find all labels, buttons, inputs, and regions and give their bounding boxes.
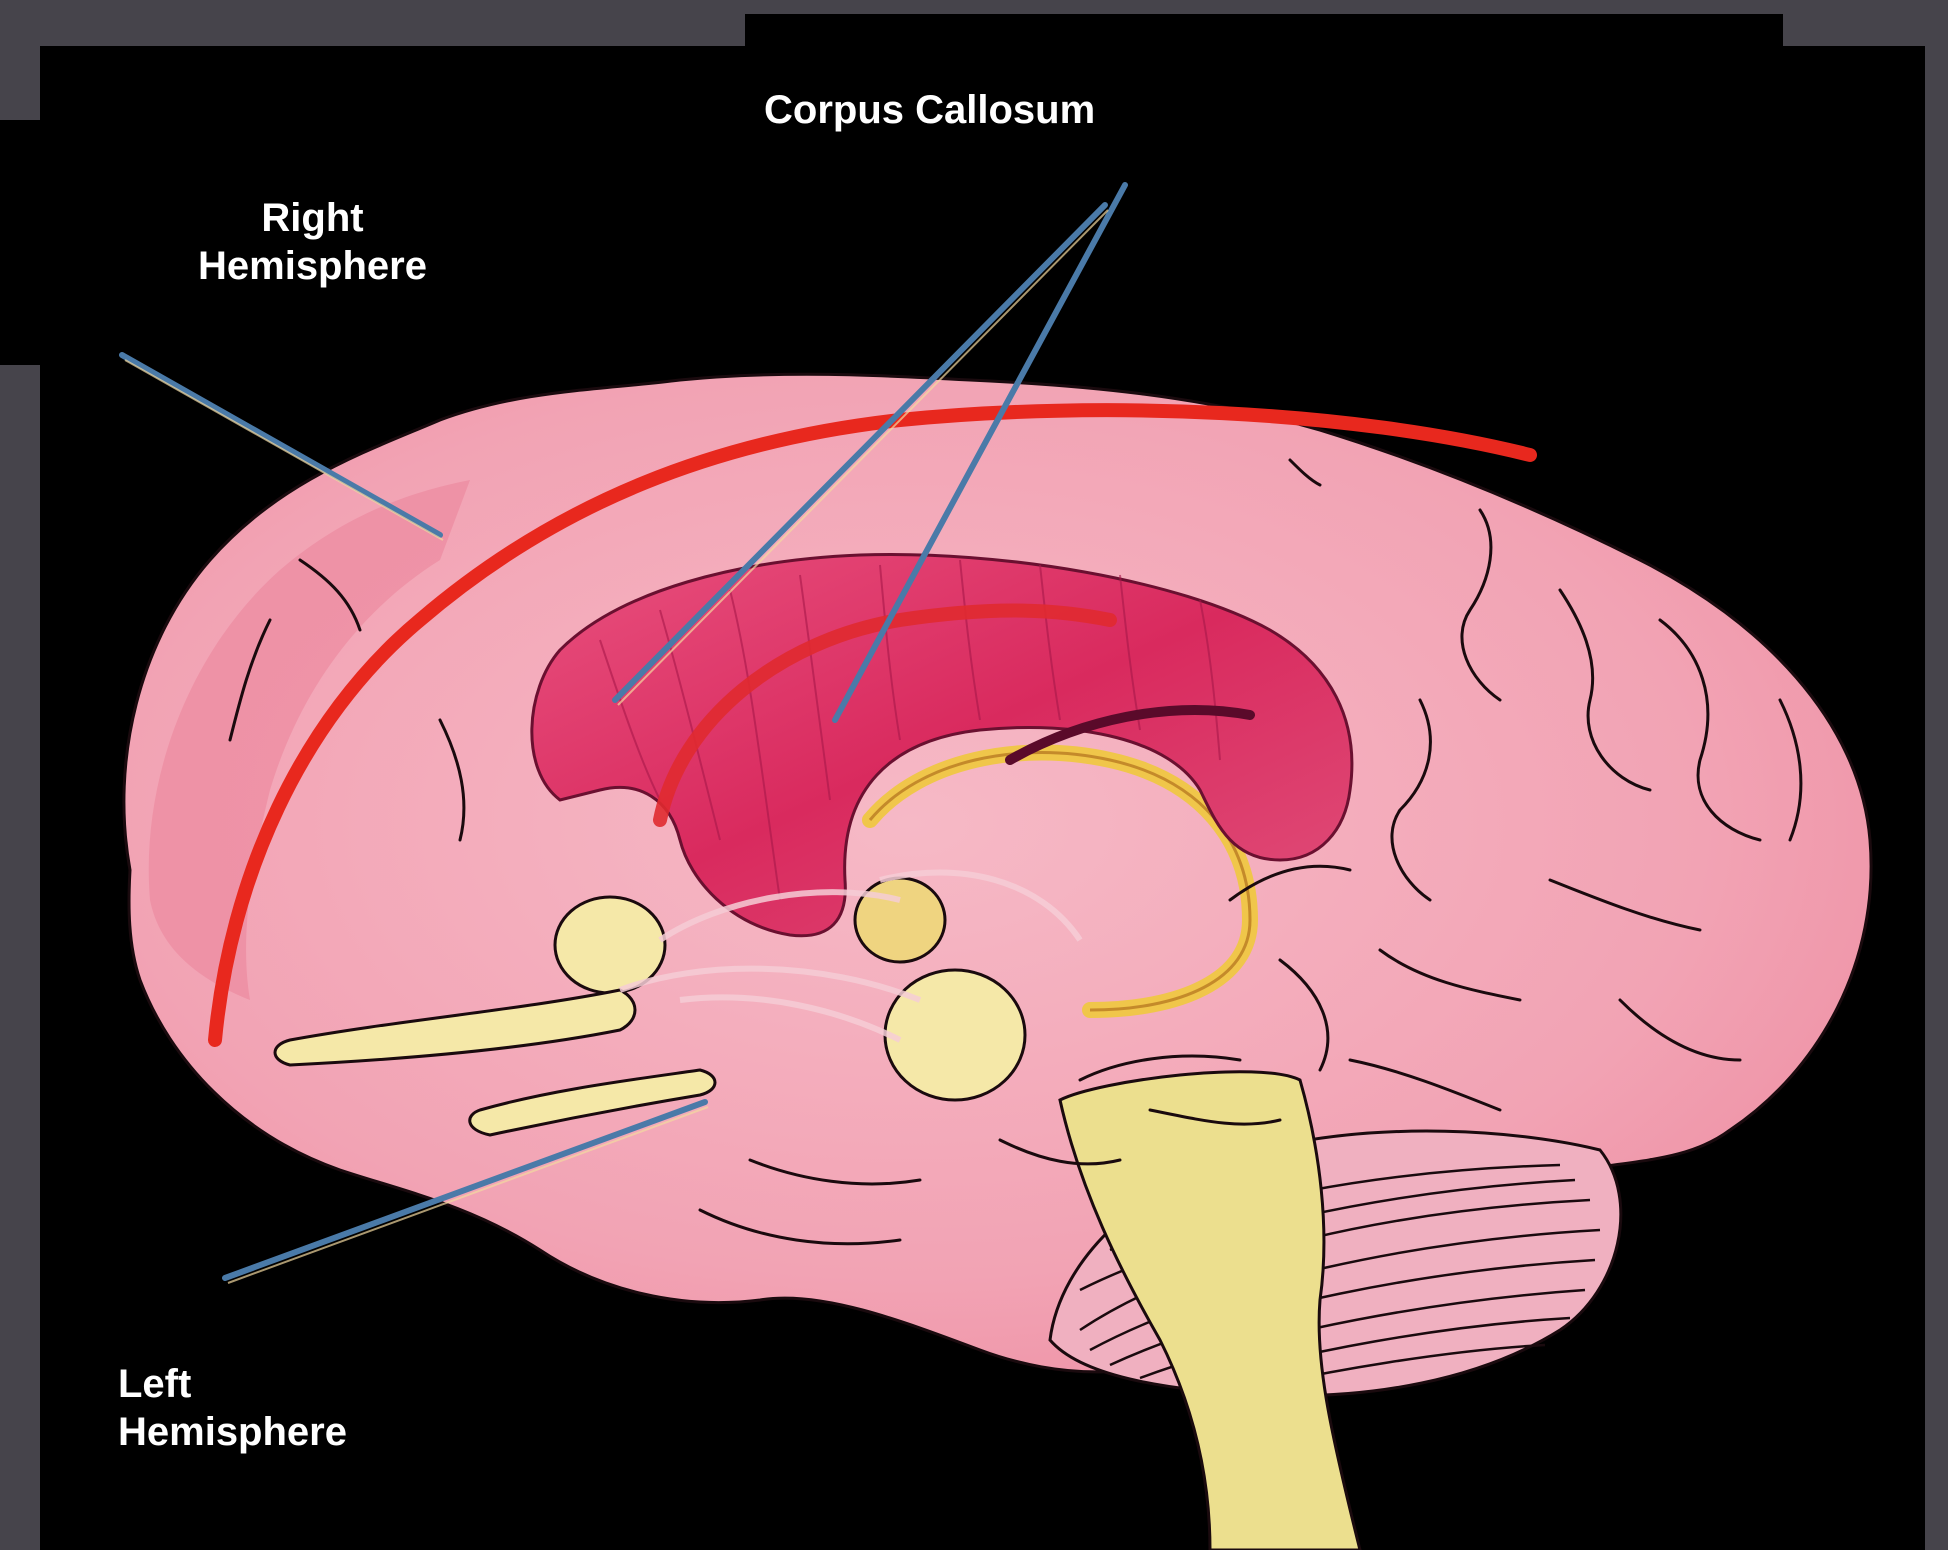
label-left-hemisphere-line1: Left <box>118 1360 347 1408</box>
hypothalamus-nucleus <box>855 878 945 962</box>
thalamus <box>885 970 1025 1100</box>
label-right-hemisphere-line2: Hemisphere <box>198 242 427 290</box>
label-corpus-callosum: Corpus Callosum <box>764 86 1095 134</box>
label-right-hemisphere: Right Hemisphere <box>198 194 427 290</box>
label-right-hemisphere-line1: Right <box>198 194 427 242</box>
label-left-hemisphere-line2: Hemisphere <box>118 1408 347 1456</box>
label-left-hemisphere: Left Hemisphere <box>118 1360 347 1456</box>
